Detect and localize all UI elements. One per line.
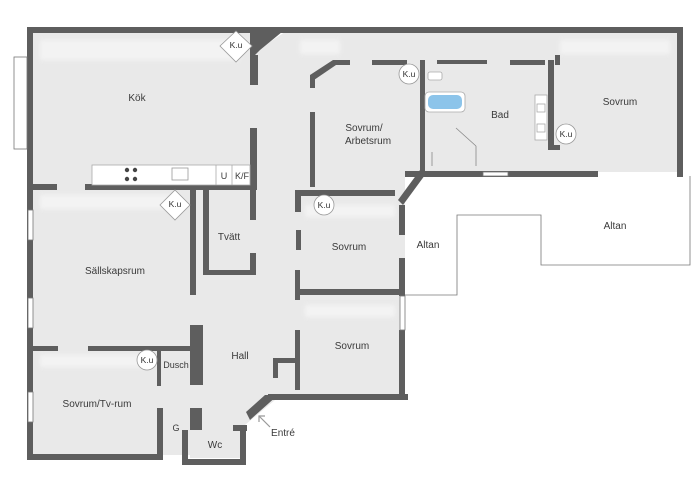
sink-icon	[171, 167, 189, 181]
svg-text:K.u: K.u	[141, 355, 154, 365]
washbasin-icon	[534, 94, 548, 141]
room-label-sovrum-ne: Sovrum	[603, 97, 637, 108]
room-label-altan-large: Altan	[604, 221, 627, 232]
closet-circle-badge: K.u	[398, 63, 420, 85]
altan-terrace	[405, 176, 691, 296]
room-shadows	[40, 40, 670, 367]
room-label-sovrum-tv: Sovrum/Tv-rum	[63, 399, 132, 410]
room-label-dusch: Dusch	[163, 360, 189, 370]
room-label-g: G	[172, 423, 179, 433]
closet-diamond-badge: K.u	[219, 30, 253, 63]
closet-circle-badge: K.u	[136, 349, 158, 371]
fixture-u-label: U	[221, 171, 228, 181]
toilet-icon	[427, 71, 443, 81]
svg-text:K.u: K.u	[230, 40, 243, 50]
room-labels: Kök Sovrum/ Arbetsrum Bad Sovrum Tvätt S…	[63, 93, 638, 451]
bathtub-icon	[424, 91, 466, 113]
kitchen-counter: U K/F	[91, 164, 251, 186]
closet-circle-badge: K.u	[313, 194, 335, 216]
closet-circle-badge: K.u	[555, 123, 577, 145]
room-label-hall: Hall	[231, 351, 248, 362]
windows	[13, 56, 509, 423]
stove-icon	[124, 167, 138, 182]
doors	[431, 127, 477, 166]
room-label-sovrum-mid: Sovrum	[332, 242, 366, 253]
walls	[27, 27, 683, 465]
room-label-entre: Entré	[271, 428, 295, 439]
entrance-arrow-icon	[258, 415, 271, 428]
svg-text:K.u: K.u	[169, 199, 182, 209]
room-label-bad: Bad	[491, 110, 509, 121]
svg-text:K.u: K.u	[318, 200, 331, 210]
svg-text:K.u: K.u	[403, 69, 416, 79]
fixture-kf-label: K/F	[235, 171, 250, 181]
room-label-wc: Wc	[208, 440, 222, 451]
room-label-sovrum-arbetsrum-2: Arbetsrum	[345, 136, 391, 147]
room-label-altan-small: Altan	[417, 240, 440, 251]
room-label-kok: Kök	[128, 93, 146, 104]
room-label-sovrum-arbetsrum: Sovrum/	[345, 123, 382, 134]
room-label-tvatt: Tvätt	[218, 232, 240, 243]
svg-text:K.u: K.u	[560, 129, 573, 139]
closet-diamond-badge: K.u	[159, 189, 191, 221]
room-label-sovrum-se: Sovrum	[335, 341, 369, 352]
room-label-sallskapsrum: Sällskapsrum	[85, 266, 145, 277]
